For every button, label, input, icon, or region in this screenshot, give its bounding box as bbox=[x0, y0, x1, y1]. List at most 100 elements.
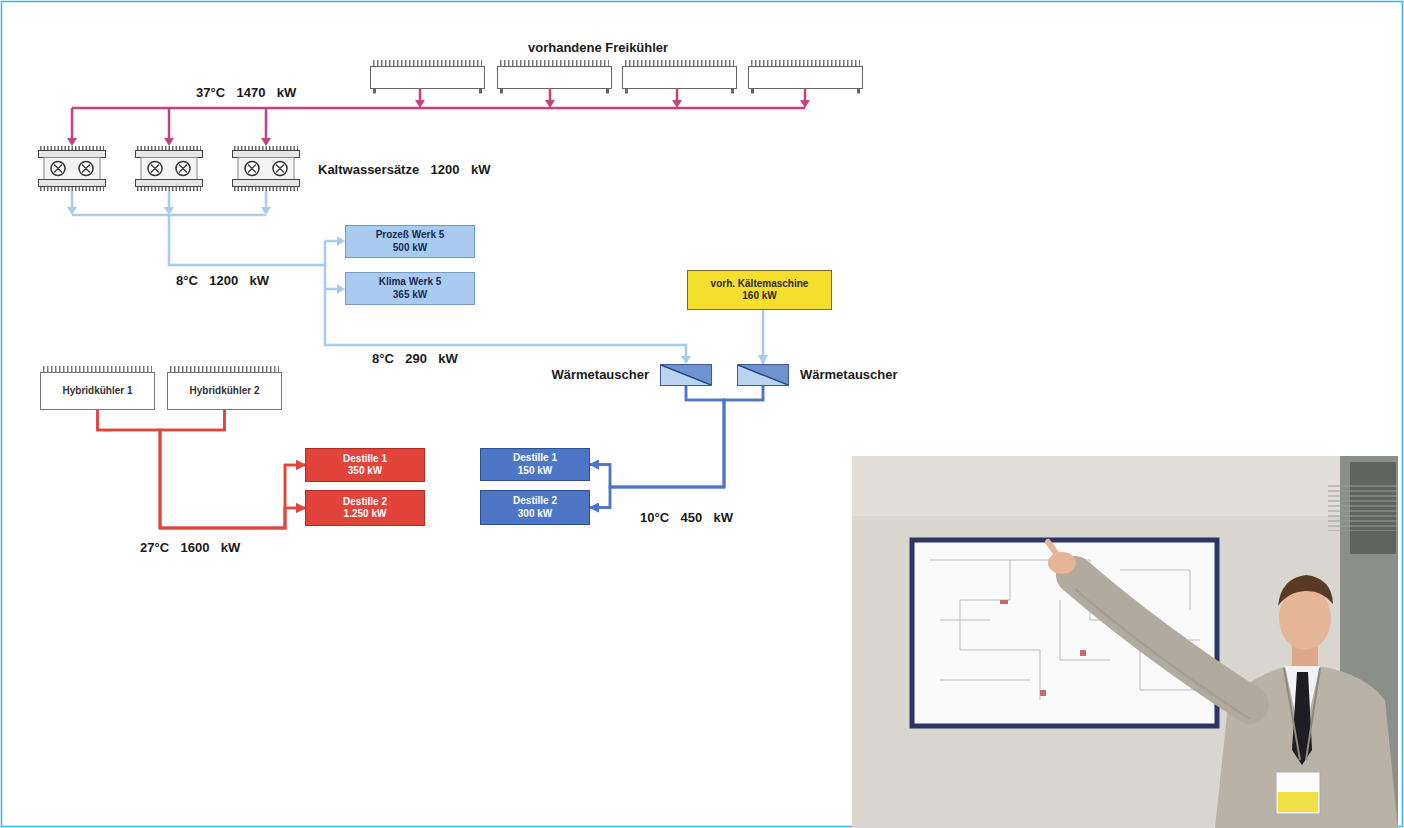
flow-label: 37°C 1470 kW bbox=[196, 85, 296, 100]
node-text: vorh. Kältemaschine bbox=[711, 278, 809, 291]
node-text: Hybridkühler 1 bbox=[62, 385, 132, 398]
pipe-connector bbox=[98, 410, 306, 528]
group-label: vorhandene Freikühler bbox=[528, 40, 668, 55]
cold-water-arrowheads-part bbox=[337, 284, 345, 294]
heat-exchanger-symbol bbox=[738, 365, 788, 385]
heat-exchanger-symbol bbox=[661, 365, 711, 385]
heat-exchanger-symbol bbox=[738, 365, 788, 385]
node-text: Prozeß Werk 5 bbox=[376, 229, 445, 242]
photo-part bbox=[1048, 542, 1058, 556]
warm-water-arrowheads-part bbox=[415, 100, 425, 108]
warm-water-arrowheads bbox=[67, 100, 810, 146]
cold-water-pipe-part bbox=[325, 241, 338, 289]
flow-label: 10°C 450 kW bbox=[640, 510, 733, 525]
node-text: Destille 1 bbox=[513, 452, 557, 465]
photo-part bbox=[1075, 589, 1250, 719]
cooler-fins bbox=[43, 366, 152, 372]
photo-part-part bbox=[930, 560, 1040, 700]
cooler-fins bbox=[170, 366, 279, 372]
chiller-box: vorh. Kältemaschine160 kW bbox=[687, 270, 832, 310]
heat-exchanger: Wärmetauscher bbox=[660, 364, 712, 386]
chillers bbox=[39, 148, 300, 189]
photo-part bbox=[1276, 772, 1320, 814]
heat-exchanger-symbol bbox=[661, 365, 711, 385]
photo-part-part bbox=[1000, 600, 1008, 604]
node-text: 500 kW bbox=[393, 242, 427, 255]
chiller-symbol bbox=[233, 148, 300, 189]
node-text: Wärmetauscher bbox=[800, 367, 898, 383]
chiller-symbol bbox=[136, 148, 203, 189]
cold-water-pipe-part bbox=[72, 191, 266, 208]
pipe-connector bbox=[160, 410, 305, 528]
photo-part bbox=[1328, 485, 1398, 531]
hybrid-cooler: Hybridkühler 2 bbox=[167, 372, 282, 410]
heat-exchanger: Wärmetauscher bbox=[737, 364, 789, 386]
heat-exchanger-symbol bbox=[661, 365, 711, 385]
node-text: 150 kW bbox=[518, 465, 552, 478]
climate-box: Klima Werk 5365 kW bbox=[345, 272, 475, 305]
warm-water-arrowheads-part bbox=[800, 100, 810, 108]
warm-water-pipe-part bbox=[72, 108, 266, 139]
warm-water-arrowheads-part bbox=[545, 100, 555, 108]
pipe-connector bbox=[160, 410, 305, 528]
distillery-box: Destille 1150 kW bbox=[480, 448, 590, 481]
photo-part bbox=[1278, 575, 1333, 606]
cold-water-pipe bbox=[72, 191, 686, 357]
photo-part bbox=[1284, 668, 1320, 760]
cold-water-pipe-part bbox=[169, 215, 325, 265]
node-text: 300 kW bbox=[518, 508, 552, 521]
photo-part bbox=[1278, 792, 1318, 812]
photo-part bbox=[1075, 575, 1250, 705]
cooler-fins bbox=[168, 366, 281, 372]
photo-part bbox=[1350, 462, 1396, 554]
node-text: Wärmetauscher bbox=[551, 367, 649, 383]
node-text: Klima Werk 5 bbox=[379, 276, 442, 289]
cold-water-arrowheads bbox=[67, 207, 691, 364]
photo-part bbox=[852, 456, 1398, 516]
node-text: Hybridkühler 2 bbox=[189, 385, 259, 398]
distillery-box: Destille 2300 kW bbox=[480, 490, 590, 525]
process-box: Prozeß Werk 5500 kW bbox=[345, 225, 475, 258]
photo-part bbox=[852, 456, 1398, 828]
photo-part-part bbox=[940, 600, 1110, 680]
photo-part-part bbox=[1080, 650, 1086, 656]
cold-water-pipe-part bbox=[325, 241, 686, 357]
distillery-box: Destille 21.250 kW bbox=[305, 490, 425, 526]
chiller-symbol bbox=[39, 148, 106, 189]
photo-part bbox=[1048, 552, 1076, 574]
cold-water-arrowheads-part bbox=[67, 207, 77, 215]
warm-water-arrowheads-part bbox=[672, 100, 682, 108]
free-cooler-symbol bbox=[623, 63, 737, 94]
warm-water-pipe-part bbox=[420, 88, 805, 101]
flow-label: 27°C 1600 kW bbox=[140, 540, 240, 555]
distillery-box: Destille 1350 kW bbox=[305, 448, 425, 482]
warm-water-arrowheads-part bbox=[67, 138, 77, 146]
photo-part bbox=[1292, 672, 1312, 765]
warm-water-arrowheads-part bbox=[261, 138, 271, 146]
heat-exchanger-symbol bbox=[738, 365, 788, 385]
pipe-connector bbox=[98, 410, 306, 528]
node-text: 350 kW bbox=[348, 465, 382, 478]
flow-label: 8°C 1200 kW bbox=[176, 273, 269, 288]
warm-water-arrowheads-part bbox=[164, 138, 174, 146]
cooler-fins bbox=[41, 366, 154, 372]
free-cooler-symbol bbox=[371, 63, 485, 94]
warm-water-pipe-part bbox=[72, 107, 805, 110]
cold-water-arrowheads-part bbox=[337, 236, 345, 246]
node-text: 365 kW bbox=[393, 289, 427, 302]
warm-water-pipe bbox=[72, 88, 805, 139]
free-cooler-symbol bbox=[498, 63, 612, 94]
hybrid-cooler: Hybridkühler 1 bbox=[40, 372, 155, 410]
cold-water-arrowheads-part bbox=[261, 207, 271, 215]
node-text: Destille 2 bbox=[343, 496, 387, 509]
pipe-connector bbox=[590, 386, 763, 508]
node-text: 160 kW bbox=[742, 290, 776, 303]
group-label: Kaltwassersätze 1200 kW bbox=[318, 162, 490, 177]
node-text: Destille 2 bbox=[513, 495, 557, 508]
node-text: Destille 1 bbox=[343, 453, 387, 466]
photo-part bbox=[1000, 600, 1086, 696]
